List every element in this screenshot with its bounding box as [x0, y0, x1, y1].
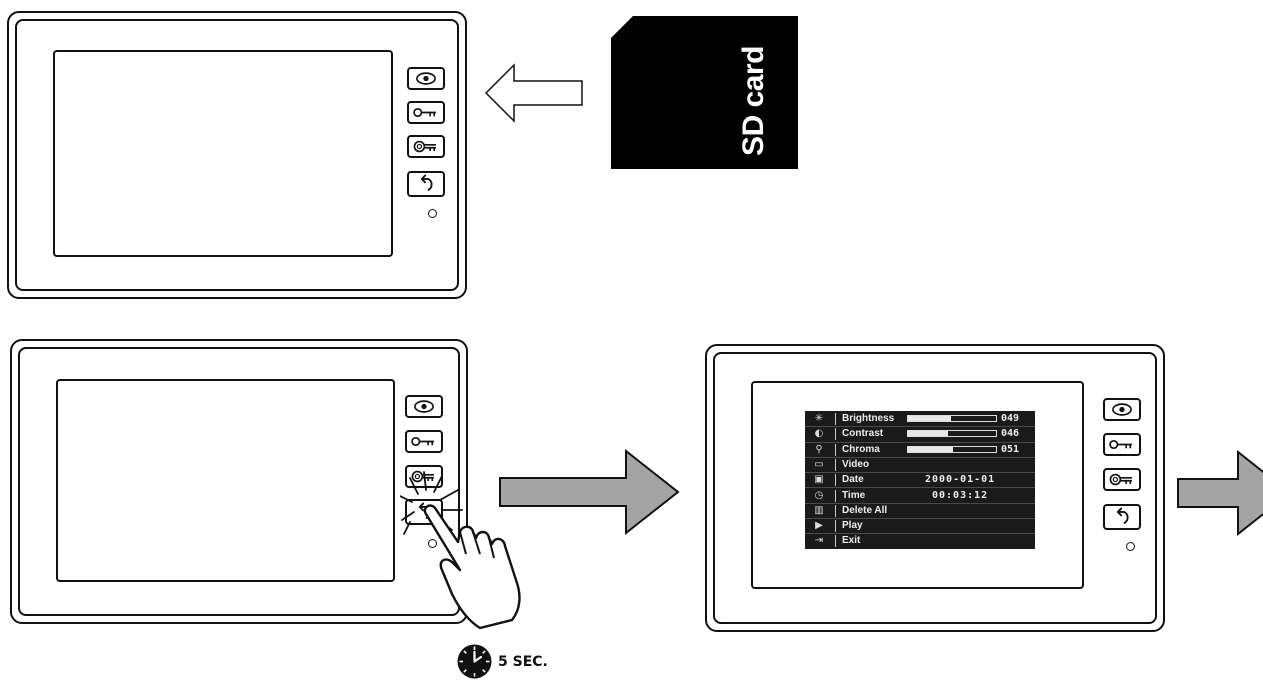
monitor-screen	[53, 50, 393, 257]
key-icon	[1109, 439, 1132, 450]
handset-button[interactable]	[407, 171, 445, 197]
time-value: 00:03:12	[932, 489, 989, 501]
monitor-bottom-left	[10, 339, 468, 624]
sd-card-label: SD card	[737, 46, 770, 156]
key-button[interactable]	[407, 101, 445, 124]
menu-item-label: Play	[842, 520, 863, 532]
menu-item-contrast[interactable]: ◐ Contrast 046	[805, 427, 1035, 443]
key-ring-button[interactable]	[407, 135, 445, 158]
menu-item-label: Time	[842, 489, 866, 501]
menu-item-label: Exit	[842, 535, 861, 547]
brightness-value: 049	[1001, 413, 1020, 424]
chroma-icon: ⚲	[815, 443, 823, 455]
exit-icon: ⇥	[814, 535, 824, 547]
menu-item-label: Date	[842, 474, 864, 486]
menu-item-exit[interactable]: ⇥ Exit	[805, 534, 1035, 549]
eye-icon	[414, 400, 434, 413]
monitor-frame	[15, 19, 459, 291]
menu-item-video[interactable]: ▭ Video	[805, 458, 1035, 474]
hold-duration-label: 5 SEC.	[498, 654, 548, 670]
handset-icon	[1116, 507, 1129, 524]
key-ring-button[interactable]	[1103, 468, 1141, 491]
brightness-slider[interactable]	[907, 415, 997, 422]
next-step-arrow-icon	[499, 449, 680, 535]
status-led	[428, 209, 437, 218]
menu-item-label: Chroma	[842, 443, 880, 455]
menu-item-label: Contrast	[842, 428, 884, 440]
handset-button[interactable]	[1103, 504, 1141, 530]
contrast-value: 046	[1001, 428, 1020, 440]
time-icon: ◷	[814, 489, 824, 501]
key-button[interactable]	[405, 430, 443, 453]
menu-item-chroma[interactable]: ⚲ Chroma 051	[805, 443, 1035, 458]
settings-menu: ✳ Brightness 049 ◐ Contrast 046 ⚲ Chroma…	[805, 411, 1035, 549]
sd-card: SD card	[611, 16, 798, 169]
clock-icon	[457, 644, 492, 679]
key-ring-icon	[1109, 473, 1132, 486]
monitor-frame	[18, 347, 460, 616]
eye-button[interactable]	[407, 67, 445, 90]
handset-icon	[420, 174, 433, 191]
menu-item-label: Brightness	[842, 413, 895, 424]
menu-item-time[interactable]: ◷ Time 00:03:12	[805, 489, 1035, 504]
eye-button[interactable]	[405, 395, 443, 418]
status-led	[428, 539, 437, 548]
key-button[interactable]	[1103, 433, 1141, 456]
pressing-hand-icon	[400, 471, 521, 630]
key-ring-icon	[411, 470, 434, 483]
key-icon	[411, 436, 434, 447]
menu-item-label: Video	[842, 458, 870, 470]
key-ring-icon	[413, 140, 436, 153]
monitor-top	[7, 11, 467, 299]
contrast-slider[interactable]	[907, 430, 997, 438]
monitor-screen	[56, 379, 395, 582]
date-icon: ▣	[814, 474, 824, 486]
menu-item-label: Delete All	[842, 504, 888, 516]
insert-arrow-icon	[484, 63, 583, 123]
menu-item-date[interactable]: ▣ Date 2000-01-01	[805, 473, 1035, 489]
trash-icon: ▥	[814, 504, 824, 516]
brightness-icon: ✳	[814, 413, 824, 424]
contrast-icon: ◐	[814, 428, 824, 440]
menu-item-delete-all[interactable]: ▥ Delete All	[805, 504, 1035, 520]
eye-icon	[416, 72, 436, 85]
chroma-value: 051	[1001, 443, 1020, 455]
eye-button[interactable]	[1103, 398, 1141, 421]
key-icon	[413, 107, 436, 118]
eye-icon	[1112, 403, 1132, 416]
next-step-arrow-icon	[1177, 450, 1263, 536]
monitor-frame	[713, 352, 1157, 624]
menu-item-brightness[interactable]: ✳ Brightness 049	[805, 412, 1035, 428]
status-led	[1126, 542, 1135, 551]
play-icon: ▶	[815, 520, 823, 532]
date-value: 2000-01-01	[925, 474, 996, 486]
video-icon: ▭	[814, 458, 824, 470]
menu-item-play[interactable]: ▶ Play	[805, 519, 1035, 535]
chroma-slider[interactable]	[907, 445, 997, 453]
